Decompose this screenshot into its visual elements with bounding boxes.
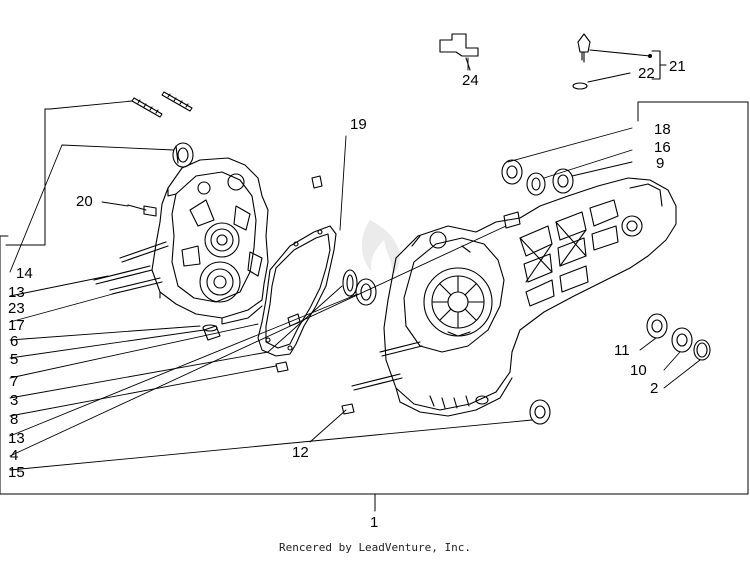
- callout-19: 19: [350, 116, 367, 133]
- left-studs: [93, 241, 169, 295]
- assembly-bracket-lines: [0, 101, 749, 512]
- bolt-20: [127, 204, 157, 217]
- callout-18: 18: [654, 121, 671, 138]
- callout-23: 23: [8, 300, 25, 317]
- callout-2: 2: [650, 380, 659, 397]
- callout-8: 8: [10, 411, 19, 428]
- callout-4: 4: [10, 447, 19, 464]
- callout-13: 13: [8, 284, 25, 301]
- bearing-13-top: [172, 142, 194, 168]
- left-crankcase-half: [151, 157, 269, 325]
- leader-lines: [9, 57, 701, 471]
- callout-22: 22: [638, 65, 655, 82]
- callout-13b: 13: [8, 430, 25, 447]
- plug-6: [202, 324, 221, 341]
- stud-bolts-14: [131, 91, 193, 118]
- callout-1: 1: [370, 514, 379, 531]
- right-studs: [351, 341, 423, 391]
- callout-3: 3: [10, 392, 19, 409]
- bracket-24: [439, 33, 479, 71]
- bearings-upper-right: [501, 159, 574, 196]
- right-crankcase-half: [383, 177, 677, 417]
- bearings-lower-right: [646, 313, 711, 361]
- callout-5: 5: [10, 351, 19, 368]
- callout-21: 21: [669, 58, 686, 75]
- callout-17: 17: [8, 317, 25, 334]
- callout-7: 7: [10, 373, 19, 390]
- callout-24: 24: [462, 72, 479, 89]
- credit-text: Rencered by LeadVenture, Inc.: [278, 541, 472, 554]
- callout-20: 20: [76, 193, 93, 210]
- callout-14: 14: [16, 265, 33, 282]
- callout-15: 15: [8, 464, 25, 481]
- seal-3-and-bearing-13: [342, 269, 377, 306]
- callout-11: 11: [614, 342, 630, 359]
- callout-12: 12: [292, 444, 309, 461]
- watermark-logo: [361, 220, 400, 276]
- gasket-19: [257, 225, 337, 357]
- callout-9: 9: [656, 155, 665, 172]
- sensor-21-and-oring-22: [572, 33, 667, 90]
- callout-6: 6: [10, 333, 19, 350]
- callout-16: 16: [654, 139, 671, 156]
- callout-10: 10: [630, 362, 647, 379]
- bearing-15: [529, 399, 551, 425]
